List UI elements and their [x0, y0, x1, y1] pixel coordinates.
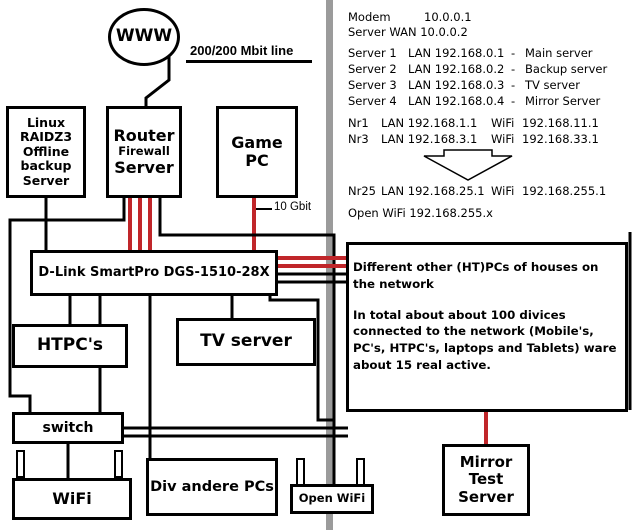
- gbit-tick: [256, 208, 272, 210]
- wifi-label: WiFi: [52, 488, 92, 508]
- server2-role: Backup server: [525, 62, 608, 76]
- mirror-line-2: Test: [468, 470, 504, 489]
- div-andere-pcs-box: Div andere PCs: [146, 458, 278, 516]
- nr25-name: Nr25: [348, 184, 376, 198]
- www-label: WWW: [115, 26, 173, 47]
- nr25-wifi: WiFi: [491, 184, 515, 198]
- server3-role: TV server: [525, 78, 580, 92]
- nr1-wifi-ip: 192.168.11.1: [522, 116, 599, 130]
- div-andere-pcs-label: Div andere PCs: [150, 478, 274, 495]
- houses-box: Different other (HT)PCs of houses on the…: [346, 242, 628, 412]
- game-pc: Game PC: [216, 106, 298, 198]
- mirror-test-server: Mirror Test Server: [442, 444, 530, 516]
- modem-ip: 10.0.0.1: [424, 10, 472, 24]
- firewall-label: Firewall: [118, 144, 170, 159]
- openwifi-antenna-right-icon: [356, 458, 365, 486]
- houses-line-2: the network: [353, 276, 434, 291]
- htpcs-label: HTPC's: [36, 335, 104, 356]
- houses-line-7: about 15 real active.: [353, 357, 491, 372]
- open-wifi-box: Open WiFi: [290, 484, 374, 514]
- linux-line-5: Server: [22, 172, 70, 188]
- mirror-line-1: Mirror: [459, 453, 513, 472]
- nr1-lan: LAN 192.168.1.1: [381, 116, 478, 130]
- router-left-loop: [8, 197, 126, 412]
- server1-role: Main server: [525, 46, 593, 60]
- open-wifi-ip: Open WiFi 192.168.255.x: [348, 206, 493, 220]
- nr1-wifi: WiFi: [491, 116, 515, 130]
- nr3-name: Nr3: [348, 132, 369, 146]
- houses-line-5: connected to the network (Mobile's,: [353, 324, 594, 339]
- gbit-label: 10 Gbit: [274, 201, 312, 213]
- dlink-label: D-Link SmartPro DGS-1510-28X: [38, 264, 270, 280]
- open-wifi-label: Open WiFi: [298, 491, 366, 506]
- server2-name: Server 2: [348, 62, 397, 76]
- small-switch: switch: [12, 412, 124, 444]
- wifi-box: WiFi: [12, 478, 132, 520]
- gamepc-line-2: PC: [245, 151, 269, 170]
- tv-server-box: TV server: [176, 318, 316, 366]
- houses-line-6: PC's, HTPC's, laptops and Tablets) ware: [353, 341, 617, 355]
- dlink-switch: D-Link SmartPro DGS-1510-28X: [30, 250, 278, 296]
- small-switch-label: switch: [42, 419, 94, 436]
- server-label: Server: [114, 157, 174, 177]
- modem-name: Modem: [348, 10, 391, 24]
- nr3-wifi: WiFi: [491, 132, 515, 146]
- gamepc-line-1: Game: [231, 132, 283, 152]
- router-server: Router Firewall Server: [106, 106, 182, 198]
- tv-server-label: TV server: [200, 331, 292, 352]
- nr25-lan: LAN 192.168.25.1: [381, 184, 485, 198]
- server1-name: Server 1: [348, 46, 397, 60]
- server2-dash: -: [511, 62, 516, 76]
- dlink-openwifi: [268, 294, 336, 484]
- mirror-line-3: Server: [458, 487, 514, 506]
- linux-line-1: Linux: [26, 115, 66, 131]
- server4-dash: -: [511, 94, 516, 108]
- server3-name: Server 3: [348, 78, 397, 92]
- server4-lan: LAN 192.168.0.4: [408, 94, 505, 108]
- router-right-link: [158, 197, 336, 420]
- nr25-wifi-ip: 192.168.255.1: [522, 184, 607, 198]
- server1-lan: LAN 192.168.0.1: [408, 46, 505, 60]
- server1-dash: -: [511, 46, 516, 60]
- nr3-lan: LAN 192.168.3.1: [381, 132, 478, 146]
- server4-name: Server 4: [348, 94, 397, 108]
- nr3-wifi-ip: 192.168.33.1: [522, 132, 599, 146]
- linux-backup-server: Linux RAIDZ3 Offline backup Server: [6, 106, 86, 198]
- htpcs-box: HTPC's: [12, 324, 128, 368]
- router-label: Router: [113, 126, 175, 145]
- linux-line-4: backup: [20, 158, 72, 174]
- down-arrow-icon: [423, 149, 513, 181]
- nr1-name: Nr1: [348, 116, 369, 130]
- www-node: WWW: [108, 8, 180, 66]
- server2-lan: LAN 192.168.0.2: [408, 62, 505, 76]
- server3-dash: -: [511, 78, 516, 92]
- wifi-antenna-left-icon: [16, 450, 25, 478]
- linux-line-3: Offline: [22, 143, 70, 159]
- server-wan: Server WAN 10.0.0.2: [348, 25, 468, 39]
- wifi-antenna-right-icon: [114, 450, 123, 478]
- line-speed-underline: [186, 60, 312, 63]
- line-speed-label: 200/200 Mbit line: [190, 43, 294, 58]
- server4-role: Mirror Server: [525, 94, 601, 108]
- houses-line-1: Different other (HT)PCs of houses on: [353, 260, 599, 274]
- houses-line-4: In total about about 100 divices: [353, 307, 566, 322]
- linux-line-2: RAIDZ3: [19, 129, 73, 145]
- server3-lan: LAN 192.168.0.3: [408, 78, 505, 92]
- wan-line: [144, 41, 171, 106]
- openwifi-antenna-left-icon: [296, 458, 305, 486]
